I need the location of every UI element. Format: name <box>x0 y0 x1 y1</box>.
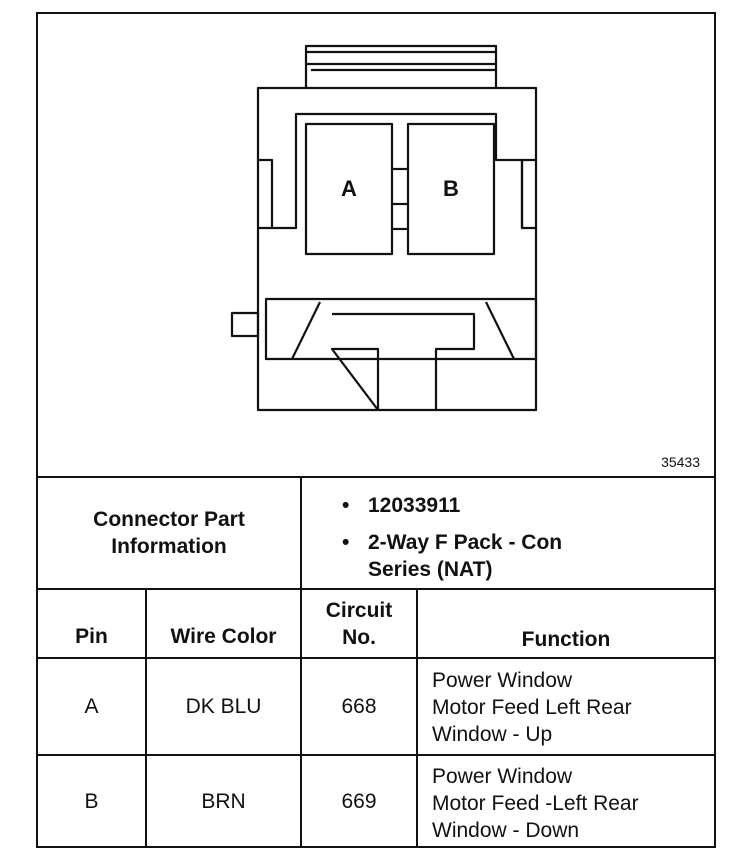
row-b-pin: B <box>84 790 99 813</box>
divider-line <box>300 476 302 848</box>
row-a-circuit: 668 <box>341 694 377 718</box>
divider-line <box>416 588 418 848</box>
header-circuit-line2: No. <box>342 625 376 649</box>
divider-line <box>38 657 714 659</box>
bullet-icon: • <box>342 494 350 517</box>
row-b-function: Power Window Motor Feed -Left Rear Windo… <box>432 763 639 844</box>
terminal-a-label: A <box>341 176 357 201</box>
list-item: • 12033911 <box>338 492 708 519</box>
header-circuit-no: Circuit No. <box>302 590 416 657</box>
figure-number: 35433 <box>661 454 700 470</box>
connector-latch <box>304 44 498 88</box>
list-item: • 2-Way F Pack - Con Series (NAT) <box>338 529 708 583</box>
connector-sheet: A B 35433 Connector Part Information • 1… <box>36 12 716 848</box>
header-circuit-line1: Circuit <box>325 598 393 622</box>
connector-info-label: Connector Part Information <box>38 478 300 588</box>
terminal-b-outline <box>406 122 496 256</box>
row-a-function-line3: Window - Up <box>432 723 553 746</box>
row-b-function-line3: Window - Down <box>432 819 580 842</box>
row-a-function-line1: Power Window <box>432 669 573 692</box>
divider-line <box>38 754 714 756</box>
header-wire-color: Wire Color <box>170 625 277 648</box>
row-a-pin: A <box>84 694 99 718</box>
terminal-cavity <box>272 112 524 230</box>
row-b-wire-color: BRN <box>201 790 246 813</box>
header-pin: Pin <box>75 625 108 648</box>
terminal-b-label: B <box>443 176 459 201</box>
info-title-line1: Connector Part <box>93 508 245 531</box>
info-title-line2: Information <box>111 535 227 558</box>
connector-series-line2: Series (NAT) <box>368 558 493 581</box>
row-a-function-line2: Motor Feed Left Rear <box>432 696 632 719</box>
row-a-wire-color: DK BLU <box>185 694 262 718</box>
row-a-function: Power Window Motor Feed Left Rear Window… <box>432 667 632 748</box>
row-b-function-line1: Power Window <box>432 765 573 788</box>
divider-line <box>145 588 147 848</box>
part-number: 12033911 <box>368 494 461 517</box>
row-b-function-line2: Motor Feed -Left Rear <box>432 792 639 815</box>
row-b-circuit: 669 <box>341 790 377 813</box>
connector-keyway <box>264 297 538 361</box>
terminal-a-outline <box>304 122 394 256</box>
header-function: Function <box>521 627 611 651</box>
side-tab <box>230 311 260 338</box>
part-info-list: • 12033911 • 2-Way F Pack - Con Series (… <box>338 492 708 593</box>
connector-t-key <box>330 312 476 412</box>
divider-line <box>38 476 714 478</box>
bullet-icon: • <box>342 531 350 554</box>
divider-line <box>38 588 714 590</box>
connector-series-line1: 2-Way F Pack - Con <box>368 531 563 554</box>
connector-diagram: A B <box>230 44 538 412</box>
connector-body <box>256 86 538 412</box>
